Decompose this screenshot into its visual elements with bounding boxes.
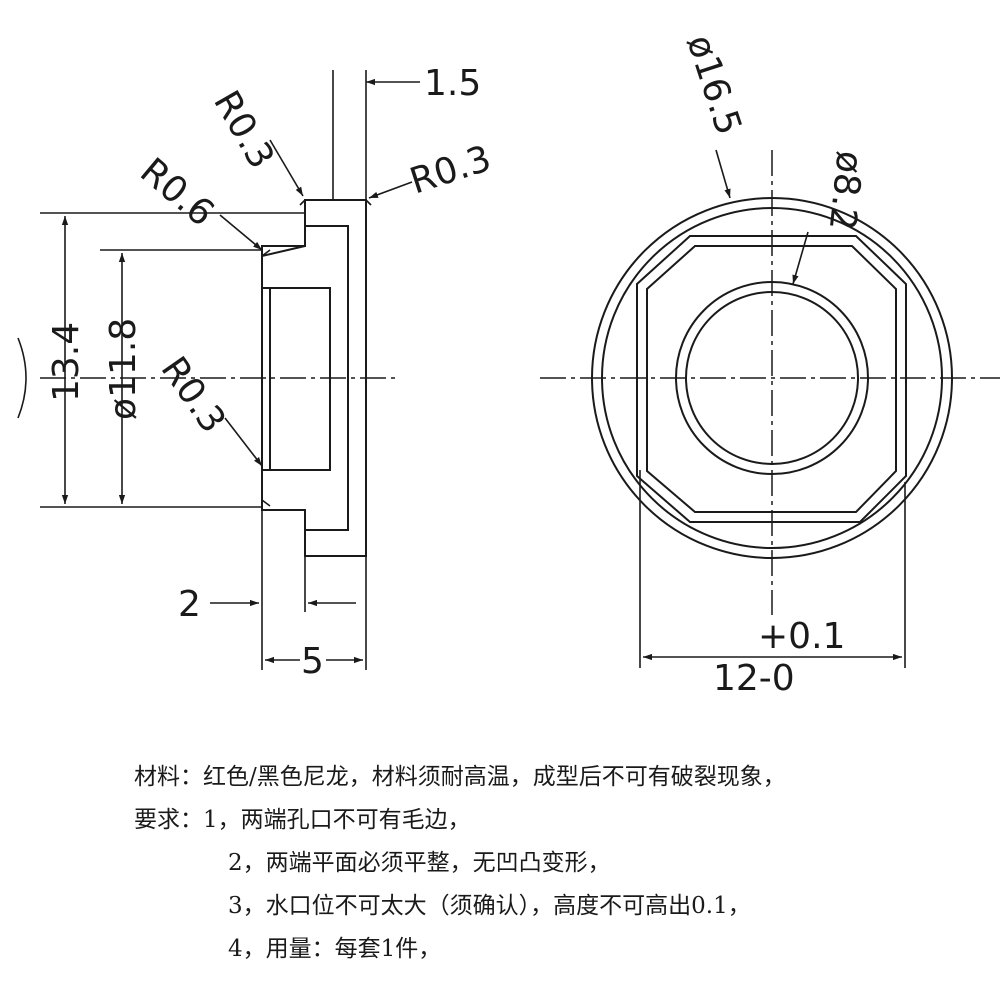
side-view-bore-chamfers bbox=[261, 199, 372, 507]
flat-profile-inner bbox=[646, 245, 897, 513]
dim-inner-diameter: ø8.2 bbox=[821, 149, 870, 232]
front-view: ø16.5 ø8.2 12-0 +0.1 bbox=[540, 30, 1000, 699]
leader-inner-diameter bbox=[792, 231, 809, 285]
note-requirement-2: 2，两端平面必须平整，无凹凸变形， bbox=[228, 850, 611, 876]
dim-outer-height: 13.4 bbox=[46, 322, 87, 402]
leader-radius-step bbox=[219, 214, 263, 251]
leader-radius-top-left bbox=[269, 139, 304, 197]
dim-bottom-step: 2 bbox=[178, 584, 201, 625]
note-requirement-4: 4，用量：每套1件， bbox=[228, 936, 442, 962]
radius-top-left: R0.3 bbox=[205, 84, 282, 176]
side-view: 1.5 R0.3 R0.3 R0.6 R0.3 13.4 ø11.8 2 5 bbox=[17, 63, 496, 682]
dim-total-width: 5 bbox=[301, 641, 324, 682]
side-view-bore bbox=[261, 256, 331, 500]
leader-radius-bore bbox=[224, 417, 263, 467]
bore-circle-inner bbox=[685, 291, 859, 465]
side-view-profile-top bbox=[261, 199, 367, 557]
outer-circle bbox=[591, 197, 953, 559]
radius-step: R0.6 bbox=[132, 150, 221, 234]
outer-circle-inner-edge bbox=[601, 207, 943, 549]
dim-flat-tolerance: +0.1 bbox=[758, 616, 845, 657]
dim-top-width: 1.5 bbox=[424, 63, 481, 104]
drawing-notes: 材料：红色/黑色尼龙，材料须耐高温，成型后不可有破裂现象， 要求：1，两端孔口不… bbox=[134, 756, 994, 971]
section-mark bbox=[17, 337, 27, 419]
dim-outer-diameter: ø16.5 bbox=[678, 30, 749, 140]
bore-circle bbox=[675, 281, 869, 475]
dim-bore-diameter: ø11.8 bbox=[103, 318, 144, 420]
flat-profile-outer bbox=[636, 235, 907, 523]
dim-flat-width: 12-0 bbox=[713, 658, 795, 699]
note-material: 材料：红色/黑色尼龙，材料须耐高温，成型后不可有破裂现象， bbox=[134, 764, 786, 790]
note-requirement-3: 3，水口位不可太大（须确认），高度不可高出0.1， bbox=[228, 893, 751, 919]
side-view-inner-step bbox=[304, 225, 349, 531]
radius-bore: R0.3 bbox=[153, 350, 234, 441]
leader-radius-top-right bbox=[368, 181, 413, 199]
radius-top-right: R0.3 bbox=[405, 138, 496, 202]
note-requirement-1: 要求：1，两端孔口不可有毛边， bbox=[134, 807, 471, 833]
leader-outer-diameter bbox=[715, 149, 731, 199]
